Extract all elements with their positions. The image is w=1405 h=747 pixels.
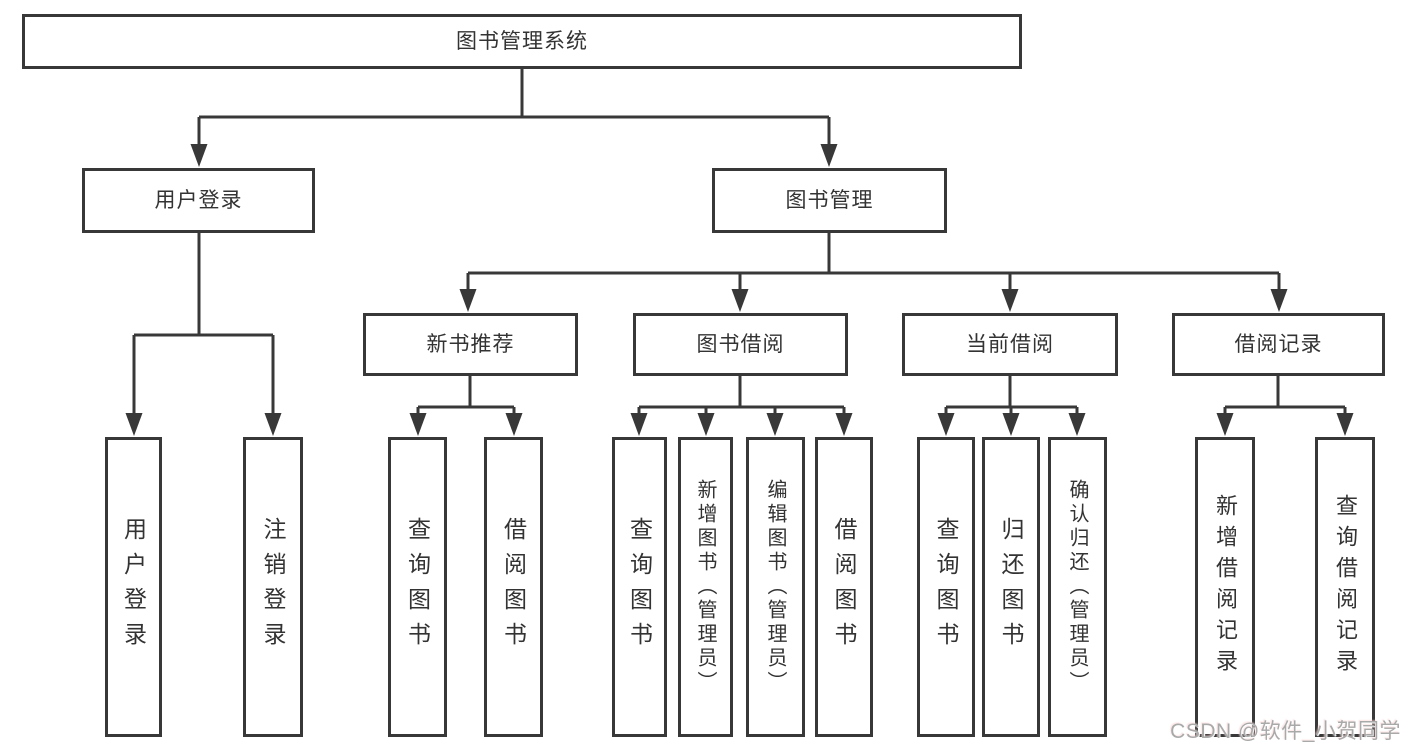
leaf-user-login: 用户登录 (105, 437, 162, 737)
node-user-login: 用户登录 (82, 168, 315, 233)
node-borrowing-records: 借阅记录 (1172, 313, 1385, 376)
leaf-query-books-current: 查询图书 (917, 437, 975, 737)
connector-current-borrow-children (944, 376, 1079, 416)
node-current-borrowing: 当前借阅 (902, 313, 1118, 376)
leaf-query-books-recommend: 查询图书 (388, 437, 447, 737)
connector-root-to-level2 (197, 69, 831, 146)
leaf-query-books-borrow: 查询图书 (612, 437, 667, 737)
leaf-borrow-books-recommend: 借阅图书 (484, 437, 543, 737)
node-book-borrowing: 图书借阅 (633, 313, 848, 376)
node-book-management: 图书管理 (712, 168, 947, 233)
csdn-watermark: CSDN @软件_小贺同学 (1170, 720, 1401, 743)
connector-borrow-records-children (1223, 376, 1347, 416)
leaf-confirm-return-admin: 确认归还（管理员） (1048, 437, 1107, 737)
connector-book-borrow-children (637, 376, 846, 416)
connector-user-login-children (132, 233, 275, 416)
leaf-query-borrow-record: 查询借阅记录 (1315, 437, 1375, 737)
node-root: 图书管理系统 (22, 14, 1022, 69)
leaf-return-books: 归还图书 (982, 437, 1040, 737)
leaf-add-books-admin: 新增图书（管理员） (678, 437, 733, 737)
node-new-book-recommendation: 新书推荐 (363, 313, 578, 376)
leaf-add-borrow-record: 新增借阅记录 (1195, 437, 1255, 737)
connector-new-book-children (416, 376, 516, 416)
leaf-borrow-books: 借阅图书 (815, 437, 873, 737)
connector-book-mgmt-children (466, 233, 1281, 292)
leaf-edit-books-admin: 编辑图书（管理员） (746, 437, 805, 737)
leaf-logout: 注销登录 (243, 437, 303, 737)
